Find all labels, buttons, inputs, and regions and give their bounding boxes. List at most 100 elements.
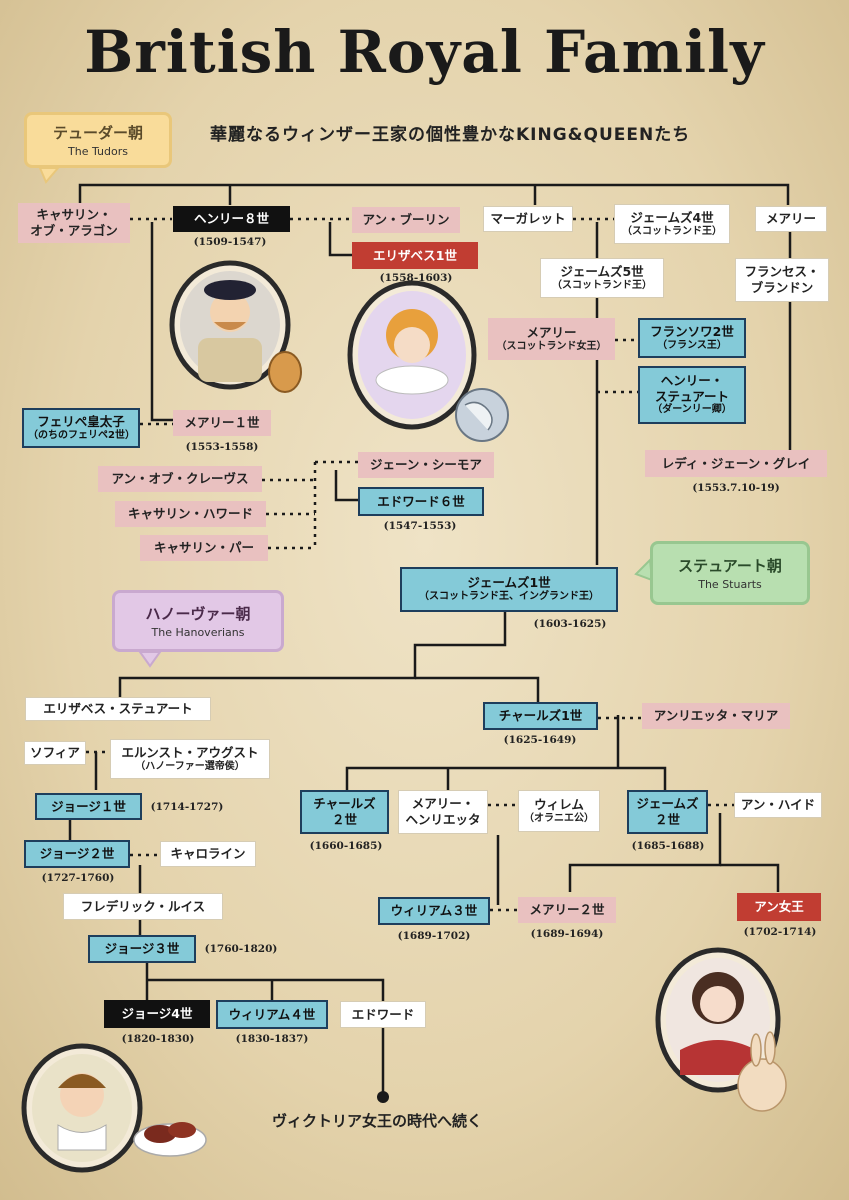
person-mary-henrietta: メアリー・ ヘンリエッタ — [398, 790, 488, 834]
name-label: ウィレム — [534, 796, 584, 812]
person-anne-boleyn: アン・ブーリン — [352, 207, 460, 233]
date-henry-viii: (1509-1547) — [193, 236, 267, 248]
person-caroline: キャロライン — [160, 841, 256, 867]
person-william-iii: ウィリアム３世 — [378, 897, 490, 925]
title-label: （フランス王） — [657, 339, 727, 351]
person-george-ii: ジョージ２世 — [24, 840, 130, 868]
henry8-portrait-icon — [169, 260, 302, 393]
date-william-iv: (1830-1837) — [235, 1033, 309, 1045]
person-charles-i: チャールズ1世 — [483, 702, 598, 730]
person-catherine-howard: キャサリン・ハワード — [115, 501, 266, 527]
name-label: フレデリック・ルイス — [80, 898, 206, 914]
name-label: ヘンリー・ ステュアート — [654, 373, 729, 404]
person-mary-ii: メアリー２世 — [518, 897, 616, 923]
name-label: ジェームズ4世 — [630, 209, 714, 225]
date-queen-anne: (1702-1714) — [743, 926, 817, 938]
name-label: メアリー２世 — [529, 902, 605, 918]
person-henry-viii: ヘンリー８世 — [173, 206, 290, 232]
name-label: フランソワ2世 — [650, 323, 734, 339]
name-label: エリザベス1世 — [373, 247, 457, 263]
era-tudors-jp: テューダー朝 — [52, 124, 143, 142]
name-label: アン・オブ・クレーヴス — [111, 471, 249, 487]
person-mary-i: メアリー１世 — [173, 410, 271, 436]
person-anne-of-cleves: アン・オブ・クレーヴス — [98, 466, 262, 492]
name-label: ジェームズ1世 — [467, 575, 551, 591]
steak-icon — [133, 1122, 207, 1157]
era-stuarts-jp: ステュアート朝 — [678, 557, 782, 575]
person-charles-ii: チャールズ ２世 — [300, 790, 389, 834]
date-lady-jane-grey: (1553.7.10-19) — [692, 482, 780, 494]
name-label: キャサリン・ハワード — [127, 506, 253, 522]
person-frederick-louis: フレデリック・ルイス — [63, 893, 223, 920]
person-william-iv: ウィリアム４世 — [216, 1000, 328, 1029]
title-label: （スコットランド王、イングランド王） — [419, 591, 599, 603]
name-label: エルンスト・アウグスト — [121, 744, 259, 760]
date-james-i: (1603-1625) — [533, 618, 607, 630]
title-label: （スコットランド王） — [552, 279, 652, 291]
date-george-i: (1714-1727) — [150, 801, 224, 813]
queen-anne-portrait-icon — [655, 947, 781, 1093]
date-james-ii: (1685-1688) — [631, 840, 705, 852]
date-charles-ii: (1660-1685) — [309, 840, 383, 852]
person-frances-brandon: フランセス・ ブランドン — [735, 258, 829, 302]
name-label: ジェームズ ２世 — [636, 796, 699, 827]
person-george-i: ジョージ１世 — [35, 793, 142, 820]
date-edward-vi: (1547-1553) — [383, 520, 457, 532]
name-label: エドワード６世 — [377, 493, 465, 509]
rabbit-icon — [737, 1031, 787, 1112]
person-catherine-of-aragon: キャサリン・ オブ・アラゴン — [18, 203, 130, 243]
person-george-iii: ジョージ３世 — [88, 935, 196, 963]
era-hanoverians-en: The Hanoverians — [151, 626, 245, 639]
name-label: レディ・ジェーン・グレイ — [661, 455, 811, 471]
george4-portrait-icon — [21, 1043, 143, 1173]
name-label: ジェーン・シーモア — [370, 457, 482, 473]
title-label: （のちのフェリペ2世） — [28, 429, 135, 441]
era-label-hanoverians: ハノーヴァー朝 The Hanoverians — [112, 590, 284, 652]
person-james-v: ジェームズ5世（スコットランド王） — [540, 258, 664, 298]
name-label: キャサリン・パー — [153, 540, 254, 556]
name-label: フェリペ皇太子 — [37, 413, 125, 429]
title-label: （スコットランド女王） — [496, 340, 607, 352]
person-mary-tudor-rose: メアリー — [755, 206, 827, 232]
person-mary-queen-of-scots: メアリー（スコットランド女王） — [488, 318, 615, 360]
continuation-note: ヴィクトリア女王の時代へ続く — [272, 1112, 483, 1130]
name-label: ジョージ２世 — [39, 846, 115, 862]
name-label: チャールズ ２世 — [313, 796, 376, 827]
name-label: エドワード — [351, 1006, 415, 1022]
era-label-tudors: テューダー朝 The Tudors — [24, 112, 172, 168]
name-label: ソフィア — [30, 745, 80, 761]
page-subtitle: 華麗なるウィンザー王家の個性豊かなKING&QUEENたち — [210, 125, 691, 145]
name-label: アンリエッタ・マリア — [653, 708, 779, 724]
title-label: （スコットランド王） — [622, 225, 722, 237]
era-hanoverians-jp: ハノーヴァー朝 — [145, 605, 251, 623]
name-label: マーガレット — [490, 211, 566, 227]
date-charles-i: (1625-1649) — [503, 734, 577, 746]
name-label: アン女王 — [754, 899, 804, 915]
name-label: ジョージ１世 — [51, 798, 126, 814]
person-james-iv: ジェームズ4世（スコットランド王） — [614, 204, 730, 244]
date-elizabeth-i: (1558-1603) — [379, 272, 453, 284]
person-jane-seymour: ジェーン・シーモア — [358, 452, 494, 478]
name-label: キャロライン — [170, 846, 246, 862]
elizabeth1-portrait-icon — [347, 280, 477, 430]
page-title: British Royal Family — [84, 18, 765, 86]
person-elizabeth-stuart: エリザベス・ステュアート — [25, 697, 211, 721]
person-george-iv: ジョージ4世 — [104, 1000, 210, 1028]
title-label: （ハノーファー選帝侯） — [135, 760, 245, 772]
person-henry-stuart-darnley: ヘンリー・ ステュアート（ダーンリー卿） — [638, 366, 746, 424]
person-willem-of-orange: ウィレム（オラニエ公） — [518, 790, 600, 832]
name-label: ウィリアム４世 — [228, 1006, 316, 1022]
name-label: メアリー — [765, 211, 816, 227]
name-label: メアリー — [526, 324, 577, 340]
name-label: ジェームズ5世 — [560, 263, 644, 279]
era-tudors-en: The Tudors — [68, 145, 128, 158]
person-james-ii: ジェームズ ２世 — [627, 790, 708, 834]
person-queen-anne: アン女王 — [737, 893, 821, 921]
title-label: （ダーンリー卿） — [652, 404, 732, 416]
person-edward-duke-of-kent: エドワード — [340, 1001, 426, 1028]
name-label: ヘンリー８世 — [193, 211, 269, 227]
person-francis-ii: フランソワ2世（フランス王） — [638, 318, 746, 358]
era-stuarts-en: The Stuarts — [698, 578, 762, 591]
person-edward-vi: エドワード６世 — [358, 487, 484, 516]
era-label-stuarts: ステュアート朝 The Stuarts — [650, 541, 810, 605]
